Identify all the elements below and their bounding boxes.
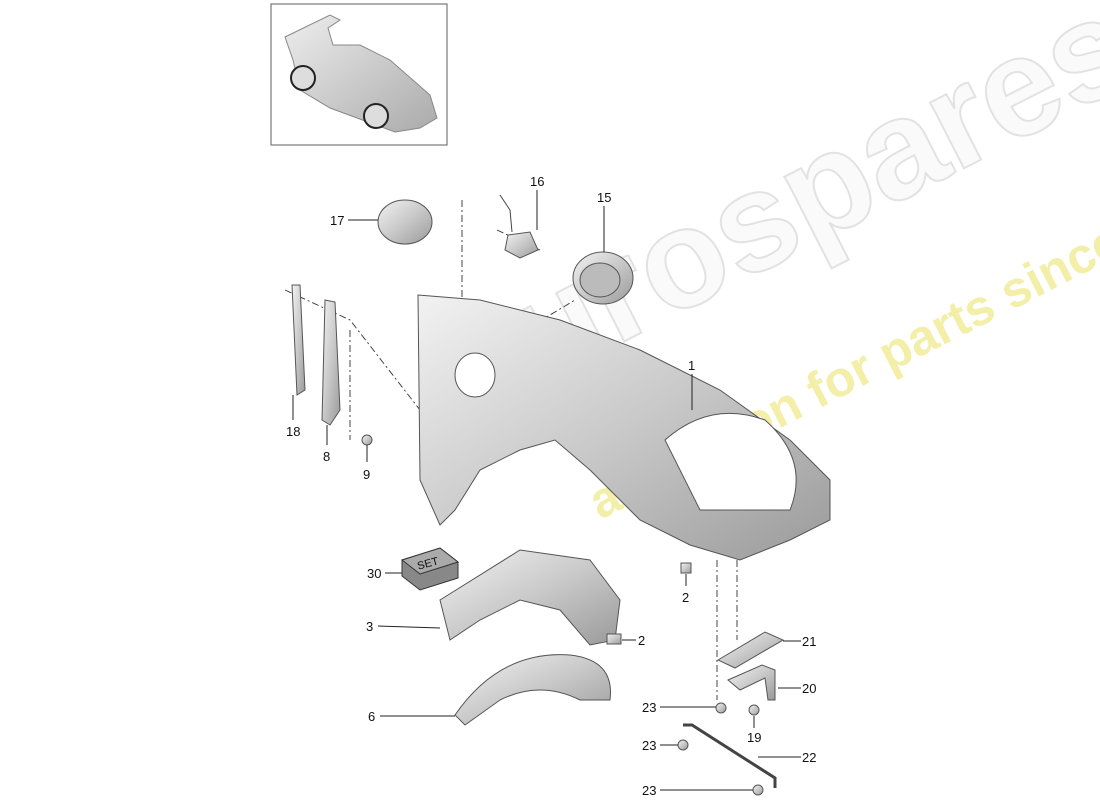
callout-23[interactable]: 23 (642, 783, 753, 798)
callout-18[interactable]: 18 (286, 395, 300, 439)
callout-number: 16 (530, 174, 544, 189)
part-23-nut[interactable] (752, 784, 764, 796)
callout-17[interactable]: 17 (330, 213, 378, 228)
callout-number: 23 (642, 783, 656, 798)
callout-8[interactable]: 8 (323, 425, 330, 464)
callout-number: 2 (682, 590, 689, 605)
part-6-liner[interactable] (454, 654, 611, 726)
callout-number: 18 (286, 424, 300, 439)
callout-number: 22 (802, 750, 816, 765)
part-16-actuator[interactable] (504, 231, 539, 259)
callout-2[interactable]: 2 (622, 633, 645, 648)
callouts: 17 16 15 1 18 8 9 30 3 2 2 6 21 20 23 19… (286, 174, 816, 798)
car-thumbnail (270, 3, 448, 146)
callout-number: 19 (747, 730, 761, 745)
part-9-bolt[interactable] (361, 434, 373, 446)
callout-number: 17 (330, 213, 344, 228)
callout-9[interactable]: 9 (363, 445, 370, 482)
callout-number: 21 (802, 634, 816, 649)
callout-number: 20 (802, 681, 816, 696)
callout-number: 30 (367, 566, 381, 581)
callout-number: 8 (323, 449, 330, 464)
callout-number: 2 (638, 633, 645, 648)
callout-number: 1 (688, 358, 695, 373)
part-23-nut[interactable] (677, 739, 689, 751)
callout-16[interactable]: 16 (530, 174, 544, 230)
callout-21[interactable]: 21 (783, 634, 816, 649)
callout-6[interactable]: 6 (368, 709, 455, 724)
callout-15[interactable]: 15 (597, 190, 611, 252)
part-8-bracket[interactable] (321, 299, 341, 426)
part-21-bracket[interactable] (716, 631, 785, 669)
callout-number: 15 (597, 190, 611, 205)
part-22-strut[interactable] (683, 723, 777, 788)
callout-number: 6 (368, 709, 375, 724)
callout-1[interactable]: 1 (688, 358, 695, 410)
part-2-clip[interactable] (606, 633, 622, 645)
part-20-bracket[interactable] (727, 664, 776, 701)
callout-number: 9 (363, 467, 370, 482)
callout-23[interactable]: 23 (642, 738, 678, 753)
part-3-wheel-arch-liner[interactable] (439, 549, 621, 646)
parts: SET (291, 194, 831, 796)
callout-number: 3 (366, 619, 373, 634)
part-19-bolt[interactable] (748, 704, 760, 716)
part-23-nut[interactable] (715, 702, 727, 714)
callout-20[interactable]: 20 (778, 681, 816, 696)
callout-22[interactable]: 22 (758, 750, 816, 765)
callout-30[interactable]: 30 (367, 566, 402, 581)
callout-23[interactable]: 23 (642, 700, 716, 715)
callout-19[interactable]: 19 (747, 716, 761, 745)
callout-number: 23 (642, 738, 656, 753)
set-label: SET (416, 555, 440, 572)
callout-3[interactable]: 3 (366, 619, 441, 634)
assembly-lines (284, 200, 738, 700)
part-18-bracket[interactable] (291, 284, 306, 396)
part-17-fuel-cap[interactable] (377, 199, 433, 245)
part-2-clip[interactable] (680, 562, 692, 574)
callout-number: 23 (642, 700, 656, 715)
callout-2[interactable]: 2 (682, 574, 689, 605)
part-30-set-box[interactable]: SET (400, 547, 460, 591)
